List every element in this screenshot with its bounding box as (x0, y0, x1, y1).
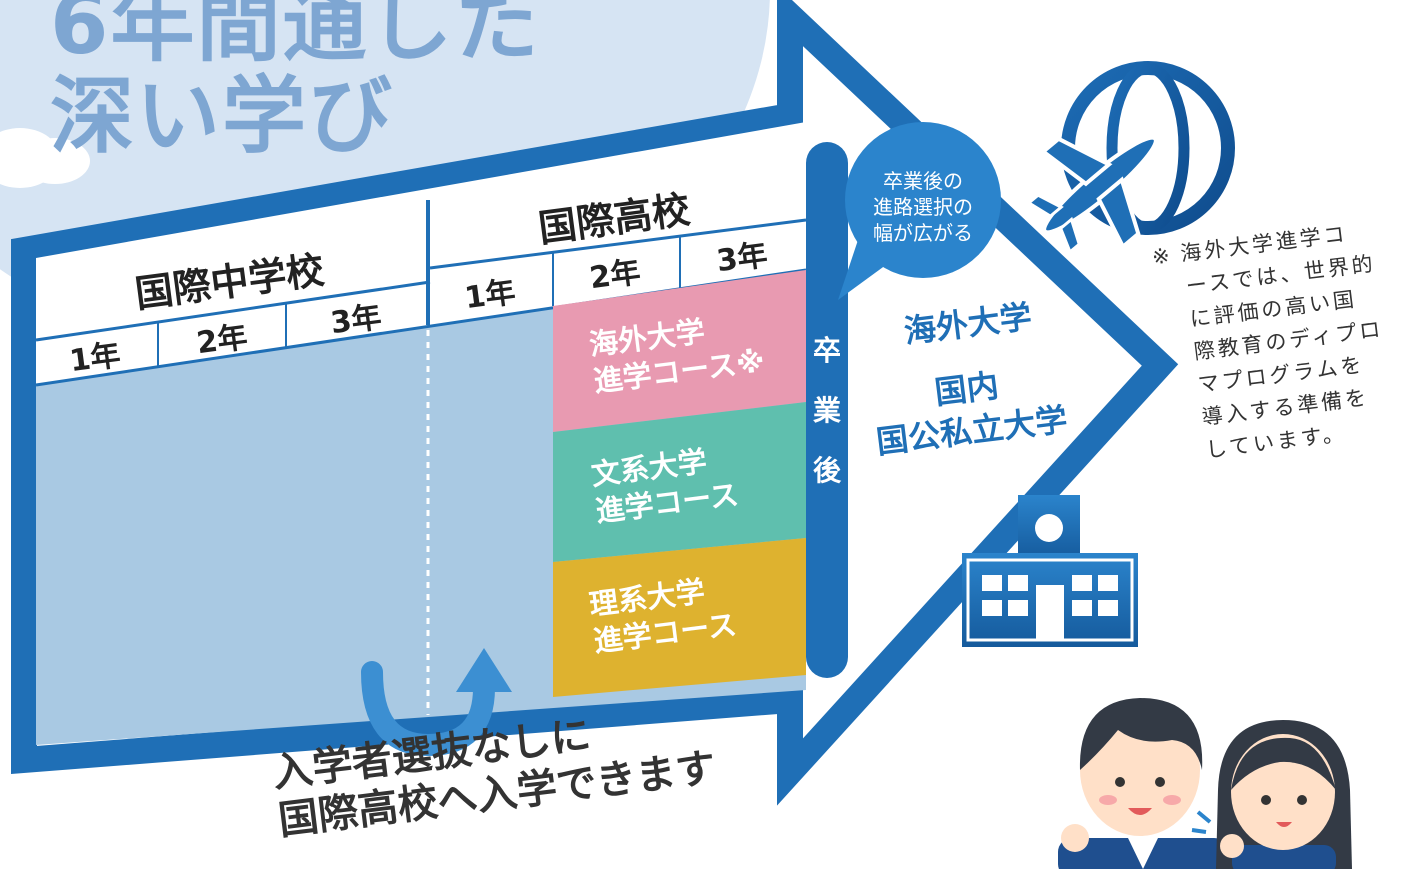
heading-line-2: 深い学び (50, 67, 395, 165)
jh-year-3: 3年 (329, 300, 384, 341)
graduation-bar: 卒 業 後 (806, 142, 848, 678)
course-footnote: ※海外大学進学コ ースでは、世界的 に評価の高い国 際教育のディプロ マプログラ… (1151, 212, 1407, 467)
course-block-humanities (553, 402, 806, 562)
jh-year-1: 1年 (68, 338, 123, 379)
airplane-icon (1026, 135, 1158, 255)
u-turn-arrow-icon (361, 648, 512, 757)
bubble-line: 卒業後の (883, 169, 963, 193)
course-block-overseas (553, 270, 806, 432)
table-header-bg (36, 122, 806, 385)
cloud-decoration (20, 138, 90, 184)
bubble-line: 幅が広がる (873, 221, 973, 245)
speech-bubble: 卒業後の 進路選択の 幅が広がる (838, 122, 1001, 300)
graduation-char: 業 (813, 394, 841, 427)
heading-line-1: 6年間通した (50, 0, 541, 73)
graduation-bar-shape (806, 142, 848, 678)
jh-year-2: 2年 (195, 320, 250, 361)
hs-year-3: 3年 (715, 238, 770, 279)
hs-year-1: 1年 (463, 275, 518, 316)
speech-bubble-shape (845, 122, 1001, 278)
speech-bubble-tail (838, 240, 890, 300)
school-building-icon (962, 495, 1138, 647)
page-heading: 6年間通した 深い学び (50, 0, 610, 162)
schedule-table (35, 122, 807, 745)
graduation-char: 卒 (813, 334, 841, 367)
hs-year-2: 2年 (588, 255, 643, 296)
graduation-char: 後 (813, 454, 842, 487)
header-line (35, 280, 431, 342)
students-illustration (1058, 698, 1352, 869)
course-block-science (553, 538, 806, 697)
header-line (429, 218, 807, 270)
destination-domestic-line1: 国内 (933, 366, 1001, 412)
footnote-mark: ※ (1150, 243, 1175, 270)
bubble-line: 進路選択の (873, 195, 973, 219)
